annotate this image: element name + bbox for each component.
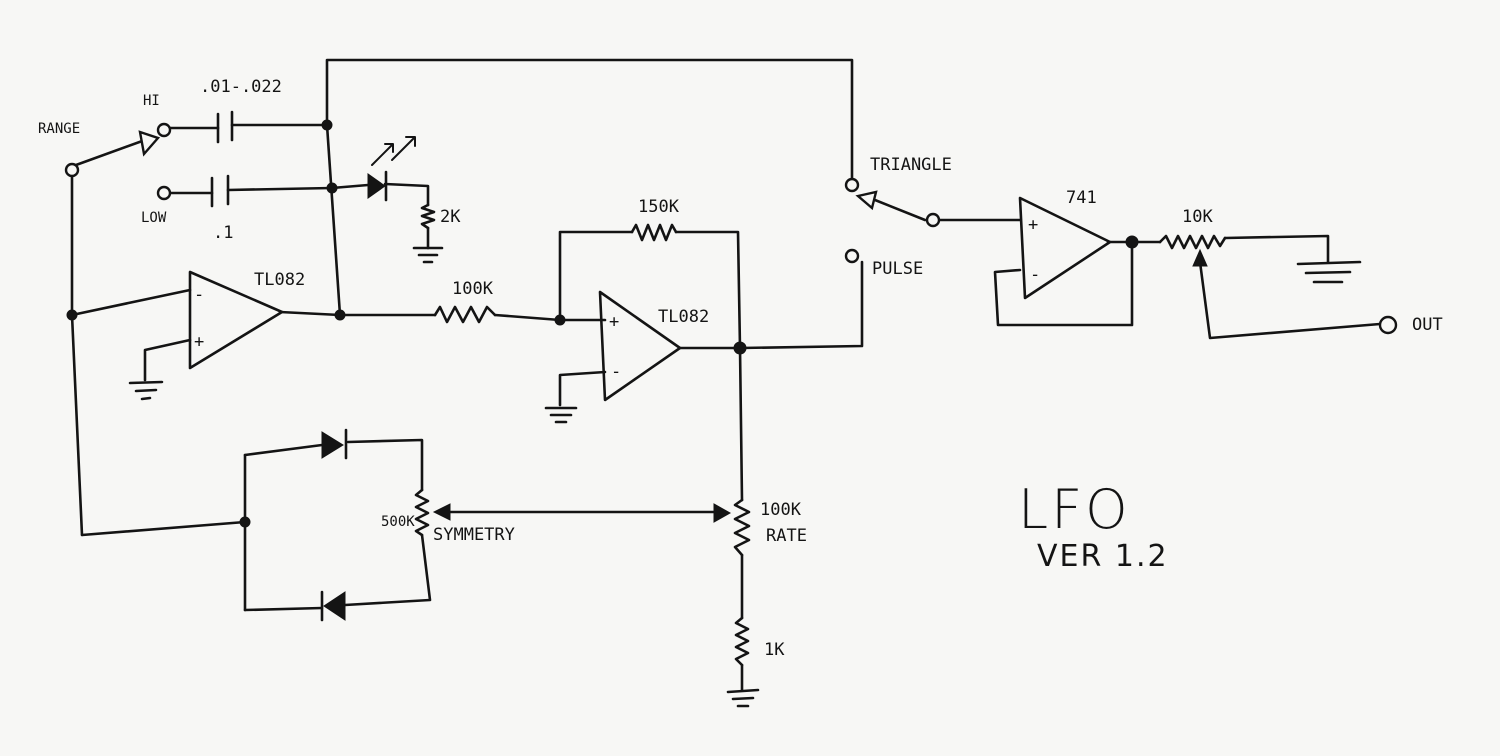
potentiometer-10k-icon xyxy=(1158,234,1227,267)
ground-opamp2-icon xyxy=(544,406,578,424)
label-opamp3: 741 xyxy=(1066,188,1097,208)
label-out: OUT xyxy=(1412,315,1443,335)
resistor-2k-icon xyxy=(420,203,436,230)
opamp2-plus: + xyxy=(609,312,619,332)
label-r-feedback: 150K xyxy=(638,197,680,217)
label-pot-rate: 100K xyxy=(760,500,802,520)
junctions xyxy=(66,119,1139,528)
label-r-led: 2K xyxy=(440,207,461,227)
switch-arrows xyxy=(138,130,878,211)
label-pot-out: 10K xyxy=(1182,207,1213,227)
capacitor-hi-icon xyxy=(216,110,234,144)
opamp1-minus: - xyxy=(194,285,204,305)
resistor-100k-icon xyxy=(433,305,497,324)
label-pot-symmetry: 500K xyxy=(381,514,415,530)
opamp2-minus: - xyxy=(611,362,621,382)
opamp-741-icon xyxy=(1018,196,1112,300)
resistor-150k-icon xyxy=(630,223,678,242)
label-rate: RATE xyxy=(766,526,807,546)
ground-opamp1-icon xyxy=(128,380,164,401)
label-r-input: 100K xyxy=(452,279,494,299)
ground-rate-icon xyxy=(726,688,760,708)
diagram-version: VER 1.2 xyxy=(1037,539,1169,574)
capacitor-low-icon xyxy=(210,174,230,208)
opamp1-plus: + xyxy=(194,332,204,352)
potentiometer-symmetry-icon xyxy=(414,488,451,537)
led-icon xyxy=(367,136,416,202)
diode-bottom-icon xyxy=(320,590,346,622)
label-cap-low: .1 xyxy=(213,223,233,243)
label-low: LOW xyxy=(141,210,167,226)
ground-output-icon xyxy=(1296,260,1362,284)
label-pulse: PULSE xyxy=(872,259,923,279)
label-triangle: TRIANGLE xyxy=(870,155,952,175)
opamp3-plus: + xyxy=(1028,215,1038,235)
label-cap-hi: .01-.022 xyxy=(200,77,282,97)
diagram-title: LFO xyxy=(1018,478,1131,541)
diode-top-icon xyxy=(321,428,348,460)
potentiometer-rate-icon xyxy=(713,498,751,557)
label-opamp1: TL082 xyxy=(254,270,305,290)
label-r-1k: 1K xyxy=(764,640,785,660)
ground-led-icon xyxy=(412,246,444,264)
label-range: RANGE xyxy=(38,121,80,137)
opamp3-minus: - xyxy=(1030,265,1040,285)
opamp-tl082-2-icon xyxy=(598,290,682,402)
terminals xyxy=(64,122,1398,335)
label-symmetry: SYMMETRY xyxy=(433,525,515,545)
wires xyxy=(70,58,1382,692)
resistor-1k-icon xyxy=(734,616,750,667)
label-hi: HI xyxy=(143,93,160,109)
opamp-tl082-1-icon xyxy=(188,270,284,370)
label-opamp2: TL082 xyxy=(658,307,709,327)
